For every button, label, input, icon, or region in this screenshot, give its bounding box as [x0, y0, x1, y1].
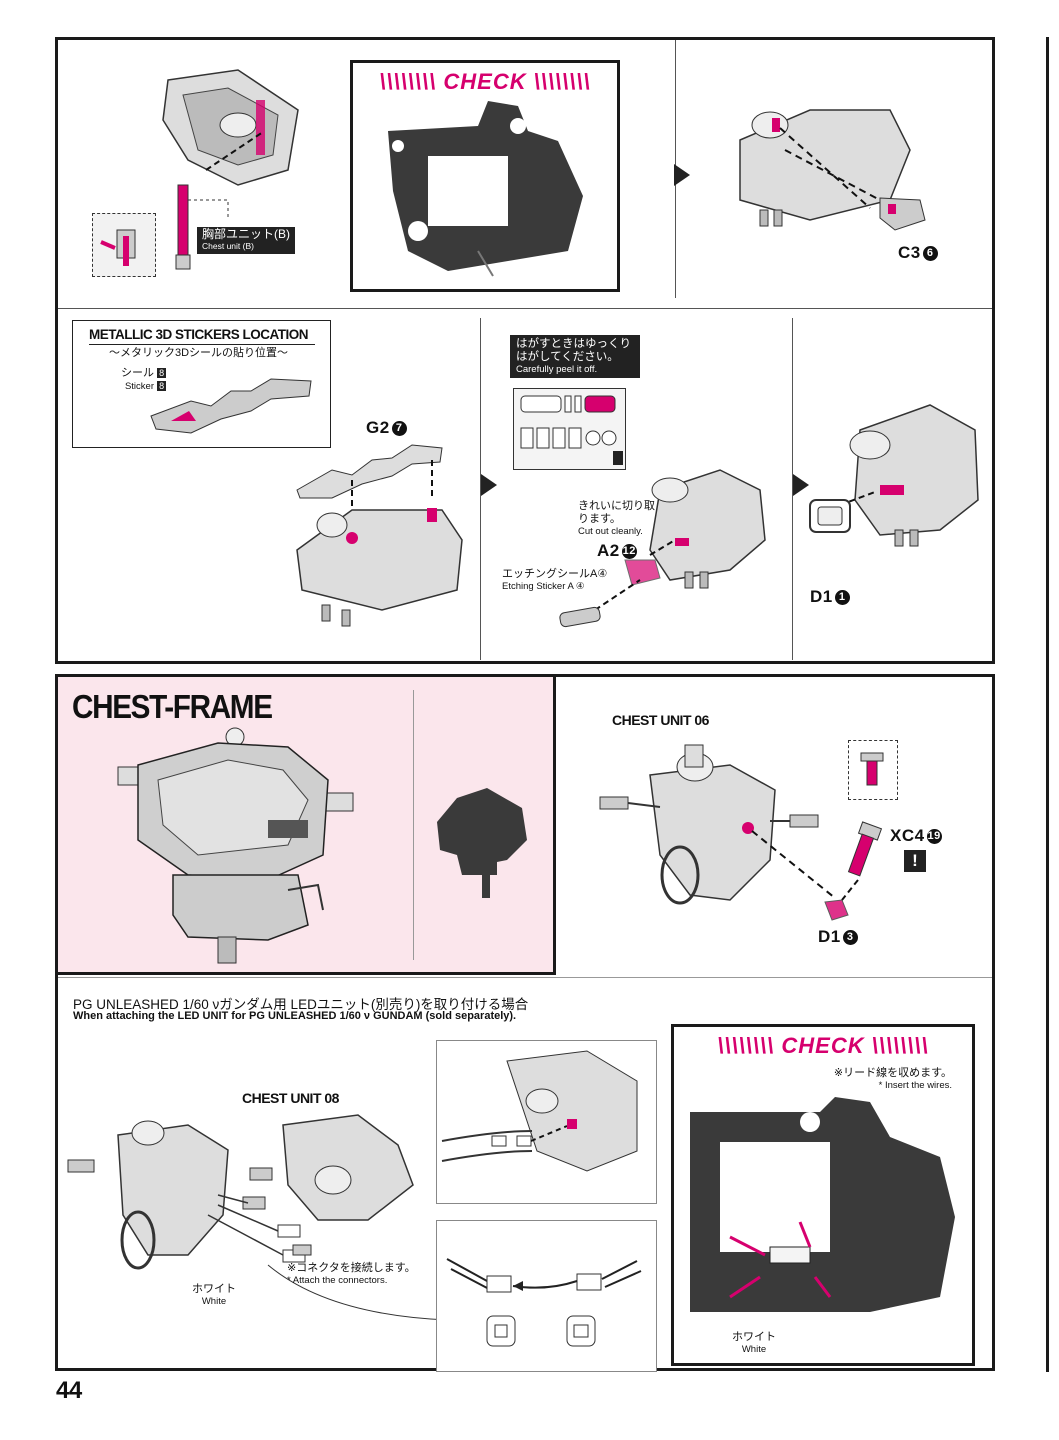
metallic-subtitle: ～メタリック3Dシールの貼り位置～ [109, 347, 289, 359]
connect-jp: ※コネクタを接続します。 [287, 1262, 416, 1274]
white-en: White [741, 1344, 767, 1355]
check-title: CHECK [781, 1033, 865, 1058]
check-panel: \\\\\\\\ CHECK \\\\\\\\ ※リード線を収めます。 * In… [671, 1024, 975, 1366]
part-xc4-code: XC4 [890, 826, 925, 845]
part-c3-code: C3 [898, 243, 921, 262]
hero-divider [413, 690, 414, 960]
insert-jp: ※リード線を収めます。 [833, 1067, 952, 1079]
sticker-label: シール 8 Sticker 8 [121, 367, 167, 393]
chest-unit-b-label: 胸部ユニット(B) Chest unit (B) [197, 227, 295, 254]
sticker-number: 8 [157, 368, 167, 378]
white-jp: ホワイト [732, 1331, 776, 1343]
adjacent-page-edge [1046, 37, 1059, 1372]
part-d1-number: 1 [834, 590, 850, 605]
sticker-number: 8 [157, 381, 167, 391]
connector-pair-illustration [446, 1258, 642, 1347]
sticker-jp: シール [121, 367, 154, 379]
step-arrow-icon [481, 474, 497, 496]
insert-en: * Insert the wires. [878, 1080, 952, 1091]
connect-note: ※コネクタを接続します。 * Attach the connectors. [287, 1262, 416, 1286]
part-xc4-number: 19 [926, 829, 942, 844]
chest-unit-b-en: Chest unit (B) [202, 241, 254, 251]
chest-assembly-g2-illustration [296, 444, 463, 627]
peel-jp: はがすときはゆっくりはがしてください。 [516, 338, 631, 363]
pin-icon [860, 752, 884, 786]
check-stripes-right: \\\\\\\\ [526, 69, 591, 94]
step-arrow-icon [674, 164, 690, 186]
chest-frame-silhouette [437, 788, 527, 898]
warning-icon: ! [904, 850, 926, 872]
led-connector-detail-illustration [441, 1050, 638, 1172]
chest-assembly-a2-illustration [559, 469, 766, 628]
step-arrow-icon [793, 474, 809, 496]
chest-unit-b-jp: 胸部ユニット(B) [202, 227, 290, 241]
led-chest-units-illustration [67, 1114, 449, 1321]
section-divider [58, 977, 992, 978]
metallic-stickers-box: METALLIC 3D STICKERS LOCATION ～メタリック3Dシー… [72, 320, 331, 448]
cut-en: Cut out cleanly. [578, 526, 643, 537]
metallic-title: METALLIC 3D STICKERS LOCATION [89, 327, 309, 342]
chest-frame-illustration [117, 727, 354, 964]
divider [89, 344, 315, 345]
part-a2-code: A2 [597, 541, 620, 560]
sticker-part-illustration [150, 378, 312, 434]
check-stripes-left: \\\\\\\\ [379, 69, 444, 94]
detail-box-bottom [436, 1220, 657, 1372]
check-stripes-left: \\\\\\\\ [717, 1033, 782, 1058]
peel-en: Carefully peel it off. [516, 364, 598, 375]
part-g2-code: G2 [366, 418, 390, 437]
part-d1-number: 3 [842, 930, 858, 945]
peel-note: はがすときはゆっくりはがしてください。 Carefully peel it of… [510, 335, 640, 378]
white-en: White [201, 1296, 227, 1307]
etching-jp: エッチングシールA④ [502, 568, 608, 580]
chest-unit-06-illustration [599, 744, 836, 905]
step-divider [58, 308, 992, 309]
white-jp: ホワイト [192, 1283, 236, 1295]
etching-sticker-sheet [513, 388, 626, 470]
sticker-en: Sticker [124, 381, 154, 392]
connector-detail-icon [100, 229, 136, 266]
led-title-jp: PG UNLEASHED 1/60 νガンダム用 LEDユニット(別売り)を取り… [73, 997, 529, 1012]
chest-assembly-c3-illustration [739, 109, 926, 231]
led-title-en: When attaching the LED UNIT for PG UNLEA… [73, 1010, 517, 1022]
check-photo-wires [690, 1097, 955, 1312]
chest-frame-title: CHEST-FRAME [72, 688, 273, 725]
detail-callout [92, 213, 156, 277]
cut-note: きれいに切り取ります。 Cut out cleanly. [578, 500, 660, 537]
xc4-part-illustration [824, 821, 883, 921]
page-number: 44 [56, 1377, 82, 1404]
chest-assembly-d1-illustration [809, 404, 979, 547]
check-panel: \\\\\\\\ CHECK \\\\\\\\ [350, 60, 620, 292]
chest-unit-08-label: CHEST UNIT 08 [242, 1090, 339, 1106]
etching-label: エッチングシールA④ Etching Sticker A ④ [502, 568, 607, 592]
pin-detail-callout [848, 740, 898, 800]
white-label: ホワイト White [192, 1283, 236, 1307]
part-g2-number: 7 [391, 421, 407, 436]
insert-note: ※リード線を収めます。 * Insert the wires. [834, 1067, 952, 1091]
step-divider [480, 318, 481, 660]
cut-jp: きれいに切り取ります。 [578, 500, 655, 525]
part-a2-number: 12 [621, 544, 637, 559]
check-photo [388, 101, 583, 277]
check-stripes-right: \\\\\\\\ [864, 1033, 929, 1058]
chest-unit-b-illustration [162, 69, 299, 270]
part-c3-number: 6 [922, 246, 938, 261]
chest-unit-06-label: CHEST UNIT 06 [612, 712, 709, 728]
part-d1-code: D1 [818, 927, 841, 946]
check-title: CHECK [443, 69, 527, 94]
step-divider [792, 318, 793, 660]
white-label: ホワイト White [732, 1331, 776, 1355]
part-d1-code: D1 [810, 587, 833, 606]
etching-en: Etching Sticker A ④ [502, 581, 585, 592]
detail-box-top [436, 1040, 657, 1204]
connect-en: * Attach the connectors. [287, 1275, 388, 1286]
